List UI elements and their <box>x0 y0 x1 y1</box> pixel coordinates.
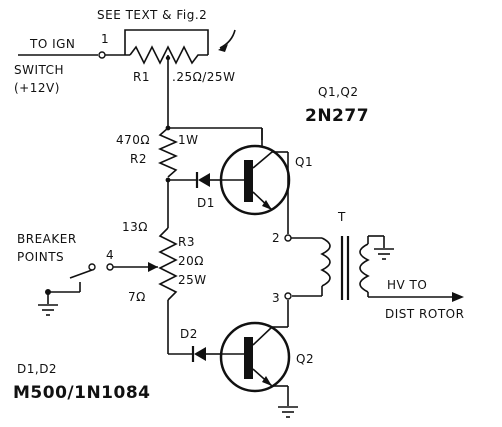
q-part-label: 2N277 <box>305 106 369 126</box>
hv-label-1: HV TO <box>387 278 427 292</box>
transformer-t <box>284 234 464 302</box>
transformer-name: T <box>337 210 346 224</box>
d-part-label: M500/1N1084 <box>13 383 150 403</box>
d-ids-label: D1,D2 <box>17 362 57 376</box>
input-wire <box>18 51 130 59</box>
to-ign-label: TO IGN <box>29 37 75 51</box>
q2-transistor <box>219 300 291 406</box>
r1-slider-arrow <box>218 29 236 52</box>
q1-name: Q1 <box>295 155 313 169</box>
r2-power: 1W <box>178 133 199 147</box>
terminal-4-label: 4 <box>106 248 114 262</box>
r3-power: 25W <box>178 273 207 287</box>
r1-resistor <box>124 29 209 128</box>
r3-resistor <box>158 180 178 354</box>
d2-diode <box>168 346 222 362</box>
r2-value: 470Ω <box>116 133 150 147</box>
r3-value: 20Ω <box>178 254 204 268</box>
q1-transistor <box>219 128 291 234</box>
q-ids-label: Q1,Q2 <box>318 85 358 99</box>
breaker-points-switch <box>45 262 158 304</box>
r3-tap-lower: 7Ω <box>128 290 146 304</box>
terminal-2-label: 2 <box>272 231 280 245</box>
r3-tap-upper: 13Ω <box>122 220 148 234</box>
ground-symbol-left <box>38 304 58 316</box>
r1-name: R1 <box>133 70 150 84</box>
ground-symbol-transformer <box>374 248 394 260</box>
ground-symbol-bottom <box>278 406 298 418</box>
terminal-3-label: 3 <box>272 291 280 305</box>
plus12v-label: (+12V) <box>14 81 60 95</box>
breaker-label-2: POINTS <box>17 250 64 264</box>
hv-label-2: DIST ROTOR <box>385 307 464 321</box>
r2-name: R2 <box>130 152 147 166</box>
r3-name: R3 <box>178 235 195 249</box>
switch-label: SWITCH <box>14 63 64 77</box>
terminal-1-label: 1 <box>101 32 109 46</box>
q2-name: Q2 <box>296 352 314 366</box>
breaker-label-1: BREAKER <box>17 232 77 246</box>
r1-value: .25Ω/25W <box>172 70 235 84</box>
see-text-label: SEE TEXT & Fig.2 <box>97 8 207 22</box>
d2-name: D2 <box>180 327 198 341</box>
d1-name: D1 <box>197 196 215 210</box>
d1-diode <box>168 172 222 188</box>
